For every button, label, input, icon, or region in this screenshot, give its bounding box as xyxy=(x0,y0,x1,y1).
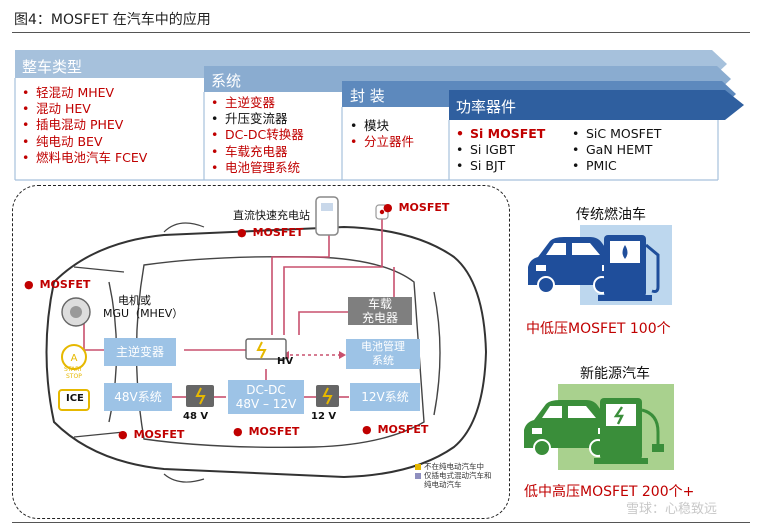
figure-title: 图4：MOSFET 在汽车中的应用 xyxy=(14,12,211,28)
list-item: •GaN HEMT xyxy=(572,142,653,158)
nev-car-illustration xyxy=(524,384,674,470)
tier-label-vehicle: 整车类型 xyxy=(22,58,83,76)
system-12v-box: 12V系统 xyxy=(350,383,420,411)
ice-mosfet-count: 中低压MOSFET 100个 xyxy=(526,321,671,337)
system-list: •主逆变器 •升压变流器 •DC-DC转换器 •车载充电器 •电池管理系统 xyxy=(211,95,304,176)
list-item: •Si IGBT xyxy=(456,142,515,158)
wire-charger-station xyxy=(271,232,330,335)
mosfet-tag-48v: ●MOSFET xyxy=(118,428,185,441)
legend-item-plugin: 仅插电式混动汽车和 xyxy=(415,471,492,480)
diagram-legend: 不在纯电动汽车中 仅插电式混动汽车和 纯电动汽车 xyxy=(415,462,492,489)
ice-car-illustration xyxy=(528,225,672,305)
panel-package xyxy=(342,107,449,180)
list-item: •Si MOSFET xyxy=(456,126,546,141)
bottom-rule xyxy=(12,522,750,523)
start-label: START xyxy=(64,366,83,373)
tier-label-package: 封 装 xyxy=(350,87,385,105)
wire-motor xyxy=(83,317,104,351)
package-list: •模块 •分立器件 xyxy=(350,118,414,150)
tier-arrows xyxy=(14,50,744,181)
charger-station-label: 直流快速充电站 xyxy=(233,209,310,222)
car-body-outline xyxy=(45,225,488,479)
power-device-list-right: •SiC MOSFET •GaN HEMT •PMIC xyxy=(572,126,661,175)
vehicle-type-list: •轻混动 MHEV •混动 HEV •插电混动 PHEV •纯电动 BEV •燃… xyxy=(22,85,147,166)
list-item: •主逆变器 xyxy=(211,95,276,110)
mgu-label: MGU（MHEV） xyxy=(103,307,184,320)
rear-window xyxy=(433,291,441,416)
list-item: •升压变流器 xyxy=(211,111,288,127)
stop-label: STOP xyxy=(66,373,82,380)
wire-ac-plug xyxy=(283,217,383,335)
wire-obc-hv xyxy=(298,311,364,335)
panel-vehicle xyxy=(15,78,204,180)
list-item: •电池管理系统 xyxy=(211,159,301,175)
mosfet-tag-dcdc: ●MOSFET xyxy=(233,425,300,438)
ice-engine-icon xyxy=(58,389,90,411)
mosfet-tag-charger: ●MOSFET xyxy=(237,226,304,239)
panel-power xyxy=(449,120,720,180)
mosfet-tag-acplug: ●MOSFET xyxy=(383,201,450,214)
hv-label: HV xyxy=(277,356,294,367)
system-48v-box: 48V系统 xyxy=(104,383,172,411)
list-item: •模块 xyxy=(350,118,390,133)
bms-box: 电池管理系统 xyxy=(346,339,420,369)
list-item: •DC-DC转换器 xyxy=(211,127,304,143)
motor-label: 电机或 xyxy=(118,294,151,307)
watermark: 雪球：心稳致远 xyxy=(626,502,718,517)
onboard-charger-box: 车载充电器 xyxy=(348,297,412,325)
nev-mosfet-count: 低中高压MOSFET 200个+ xyxy=(524,484,695,500)
tier-arrow-power xyxy=(449,90,744,120)
svg-text:A: A xyxy=(71,353,78,364)
mosfet-tag-motor: ●MOSFET xyxy=(24,278,91,291)
panel-system xyxy=(204,92,342,180)
nev-label: 新能源汽车 xyxy=(580,366,650,382)
ice-car-label: 传统燃油车 xyxy=(576,207,646,223)
power-device-list-left: •Si MOSFET •Si IGBT •Si BJT xyxy=(456,126,545,175)
list-item: •PMIC xyxy=(572,158,617,174)
list-item: •Si BJT xyxy=(456,158,506,174)
car-diagram-frame xyxy=(12,185,510,519)
legend-item-ice: 不在纯电动汽车中 xyxy=(415,462,492,471)
list-item: •混动 HEV xyxy=(22,101,91,117)
list-item: •燃料电池汽车 FCEV xyxy=(22,149,148,165)
list-item: •分立器件 xyxy=(350,134,415,150)
mosfet-tag-12v: ●MOSFET xyxy=(362,423,429,436)
ice-label: ICE xyxy=(66,393,84,404)
list-item: •插电混动 PHEV xyxy=(22,117,124,133)
tier-label-power: 功率器件 xyxy=(456,98,517,116)
tier-label-system: 系统 xyxy=(211,72,242,90)
legend-item-plugin-cont: 纯电动汽车 xyxy=(424,480,462,489)
list-item: •轻混动 MHEV xyxy=(22,85,115,100)
list-item: •SiC MOSFET xyxy=(572,126,662,141)
list-item: •车载充电器 xyxy=(211,143,288,159)
start-stop-icon xyxy=(61,344,87,370)
battery-12v-label: 12 V xyxy=(311,411,337,422)
charger-station-icon xyxy=(315,196,339,236)
battery-48v-label: 48 V xyxy=(183,411,209,422)
list-item: •纯电动 BEV xyxy=(22,133,103,149)
main-inverter-box: 主逆变器 xyxy=(104,338,176,366)
title-rule xyxy=(12,32,750,33)
